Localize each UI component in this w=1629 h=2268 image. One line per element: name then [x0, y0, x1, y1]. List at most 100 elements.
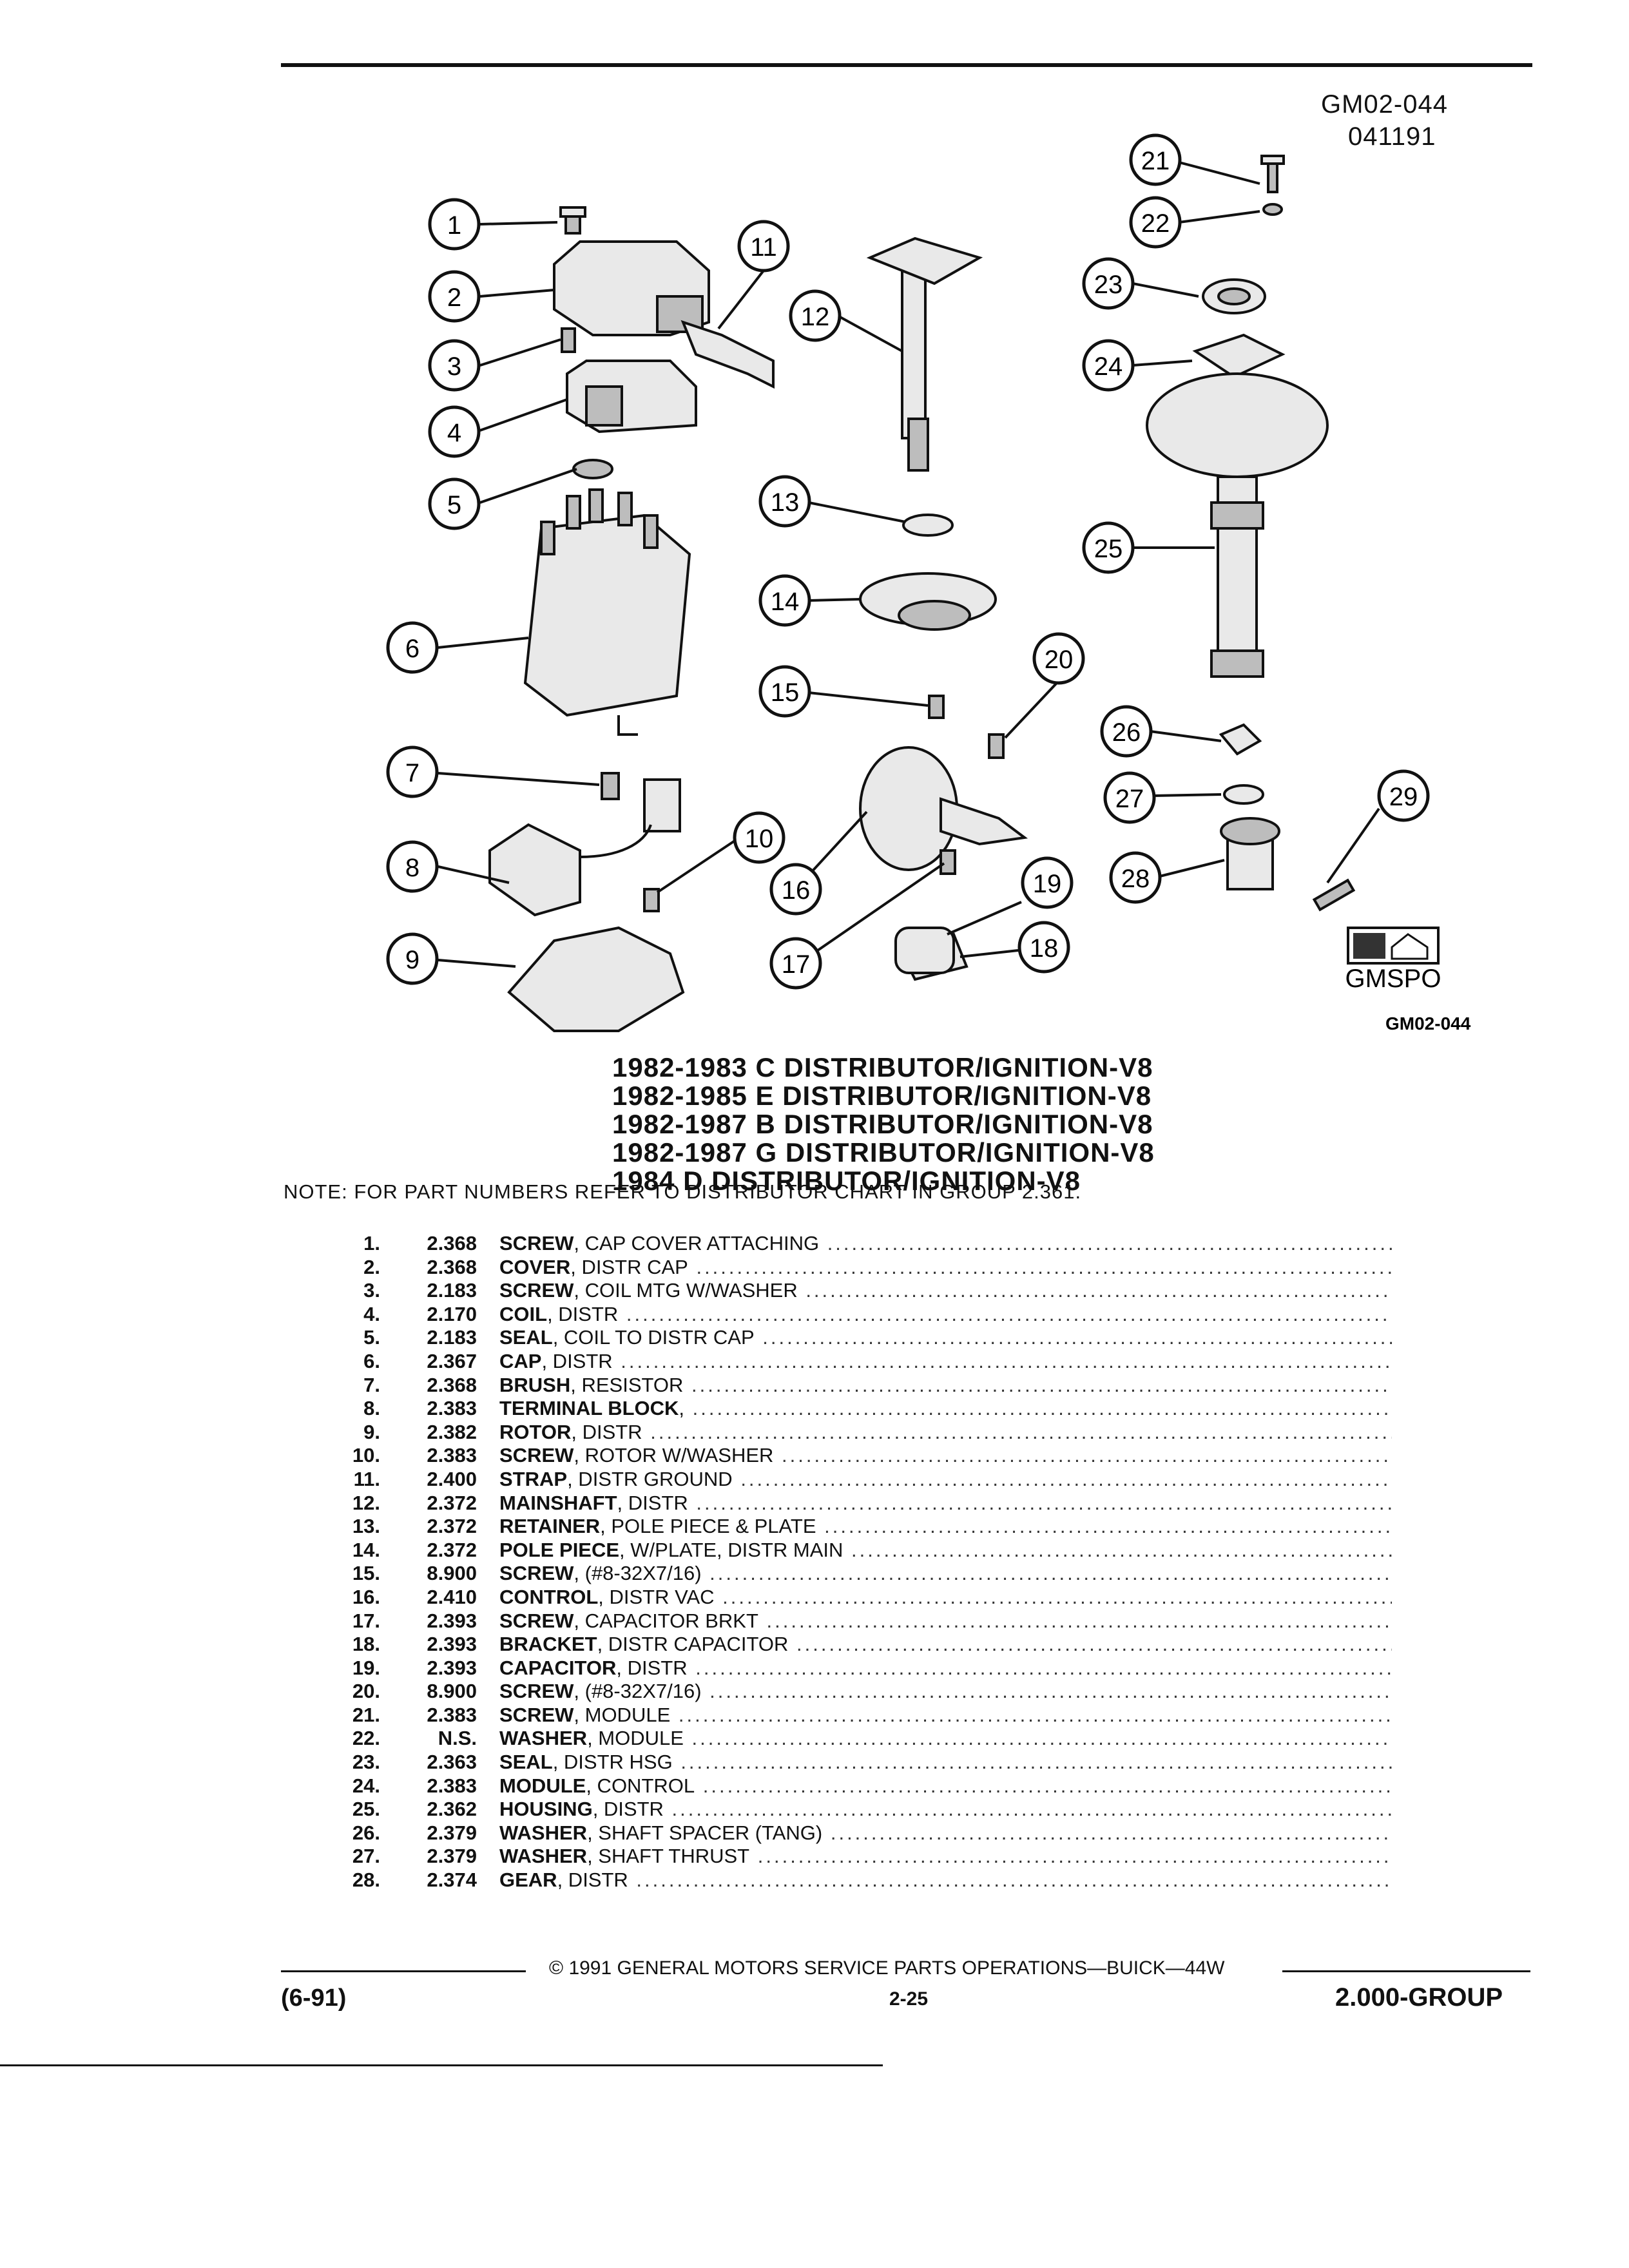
callout-label: 24: [1094, 352, 1123, 381]
callout-24: 24: [1082, 339, 1135, 392]
part-group: 2.393: [427, 1633, 477, 1656]
part-number: 21.: [352, 1703, 380, 1726]
part-name: COVER: [499, 1255, 571, 1278]
leader-dots: ........................................…: [626, 1302, 1392, 1325]
callout-8: 8: [386, 840, 439, 893]
part-detail: , DISTR VAC: [598, 1585, 715, 1608]
part-description: MAINSHAFT, DISTR .......................…: [499, 1492, 1392, 1515]
leader-lines: [438, 161, 1380, 968]
part-group: 2.363: [427, 1751, 477, 1774]
part-description: ROTOR, DISTR ...........................…: [499, 1421, 1392, 1445]
part-group: 2.383: [427, 1444, 477, 1467]
part-name: STRAP: [499, 1467, 568, 1490]
part-detail: , CONTROL: [586, 1774, 695, 1797]
part-description: SEAL, COIL TO DISTR CAP ................…: [499, 1326, 1392, 1350]
part-group: 2.383: [427, 1397, 477, 1420]
part-group: 2.368: [427, 1232, 477, 1254]
callout-label: 29: [1389, 783, 1418, 811]
leader-dots: ........................................…: [671, 1798, 1392, 1821]
part-group: 2.372: [427, 1491, 477, 1514]
part-13-retainer: [902, 514, 954, 537]
part-number: 1.: [363, 1232, 380, 1254]
footer-copyright: © 1991 GENERAL MOTORS SERVICE PARTS OPER…: [549, 1957, 1225, 1979]
part-detail: , DISTR: [592, 1798, 664, 1821]
callout-label: 12: [801, 303, 830, 331]
leader-dots: ........................................…: [824, 1515, 1392, 1538]
gmspo-logo: GMSPO: [1345, 927, 1441, 993]
part-name: COIL: [499, 1302, 548, 1325]
callout-label: 13: [771, 488, 800, 517]
part-detail: , SHAFT THRUST: [587, 1845, 750, 1868]
callout-26: 26: [1100, 705, 1153, 758]
leader-dots: ........................................…: [782, 1444, 1392, 1467]
part-15-screw: [928, 695, 945, 719]
leader-dots: ........................................…: [696, 1255, 1392, 1278]
part-group: 2.383: [427, 1774, 477, 1797]
part-group: 2.410: [427, 1585, 477, 1608]
leader-dots: ........................................…: [851, 1538, 1392, 1561]
part-1-screw: [559, 206, 586, 235]
callout-label: 1: [447, 211, 461, 240]
title-line: 1982-1987 B DISTRIBUTOR/IGNITION-V8: [612, 1109, 1153, 1139]
part-number: 12.: [352, 1491, 380, 1514]
callout-22: 22: [1129, 196, 1182, 249]
leader-dots: ........................................…: [678, 1703, 1392, 1726]
title-line: 1982-1987 G DISTRIBUTOR/IGNITION-V8: [612, 1137, 1155, 1168]
part-detail: , DISTR: [547, 1302, 619, 1325]
callout-17: 17: [769, 937, 822, 990]
part-number: 24.: [352, 1774, 380, 1797]
callout-label: 10: [745, 825, 774, 853]
logo-text: GMSPO: [1345, 965, 1441, 993]
part-description: MODULE, CONTROL ........................…: [499, 1774, 1392, 1798]
part-25-housing: [1146, 372, 1329, 678]
part-detail: , RESISTOR: [570, 1373, 684, 1396]
part-description: SCREW, (#8-32X7/16) ....................…: [499, 1562, 1392, 1586]
part-description: POLE PIECE, W/PLATE, DISTR MAIN ........…: [499, 1539, 1392, 1562]
callout-12: 12: [789, 289, 842, 342]
part-number: 17.: [352, 1609, 380, 1632]
parts-row: 22.N.S.WASHER, MODULE ..................…: [322, 1727, 1392, 1751]
callout-23: 23: [1082, 257, 1135, 310]
part-20-screw: [988, 733, 1005, 759]
callout-7: 7: [386, 745, 439, 798]
exploded-diagram: 1 2 3 4 5 6 7 8 9 10 11 12 13 14 15 16 1…: [386, 133, 1471, 1033]
part-detail: , DISTR: [557, 1869, 628, 1892]
top-rule: [281, 63, 1532, 67]
callout-label: 28: [1121, 865, 1150, 893]
callout-2: 2: [428, 270, 481, 323]
part-name: SCREW: [499, 1680, 574, 1703]
part-detail: , CAP COVER ATTACHING: [574, 1232, 820, 1254]
part-description: WASHER, SHAFT SPACER (TANG) ............…: [499, 1821, 1392, 1845]
part-description: SCREW, COIL MTG W/WASHER ...............…: [499, 1279, 1392, 1303]
part-group: 2.367: [427, 1349, 477, 1372]
callout-label: 2: [447, 284, 461, 312]
callout-label: 3: [447, 352, 461, 381]
title-line: 1984 D DISTRIBUTOR/IGNITION-V8: [612, 1166, 1081, 1196]
header-code: GM02-044: [1321, 90, 1448, 119]
part-description: SCREW, ROTOR W/WASHER ..................…: [499, 1444, 1392, 1468]
part-number: 9.: [363, 1420, 380, 1443]
part-14-pole-piece: [859, 572, 997, 631]
title-line: 1982-1983 C DISTRIBUTOR/IGNITION-V8: [612, 1052, 1153, 1082]
part-group: 2.400: [427, 1467, 477, 1490]
callout-3: 3: [428, 339, 481, 392]
part-description: SEAL, DISTR HSG ........................…: [499, 1751, 1392, 1774]
leader-dots: ........................................…: [757, 1845, 1392, 1868]
leader-dots: ........................................…: [621, 1349, 1392, 1372]
callout-16: 16: [769, 863, 822, 916]
part-group: 2.393: [427, 1609, 477, 1632]
part-group: 2.393: [427, 1656, 477, 1679]
callout-27: 27: [1103, 771, 1156, 824]
leader-dots: ........................................…: [830, 1821, 1392, 1844]
